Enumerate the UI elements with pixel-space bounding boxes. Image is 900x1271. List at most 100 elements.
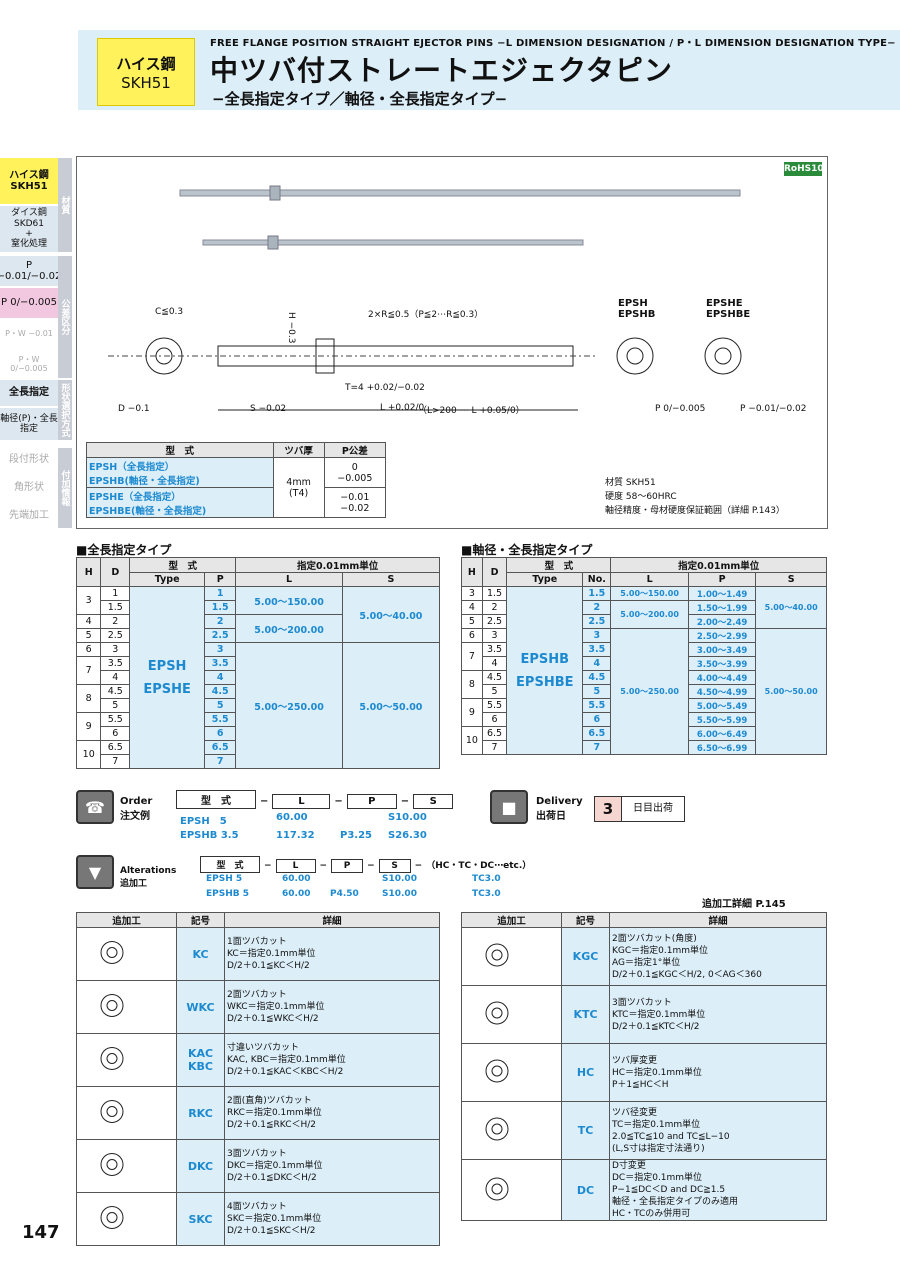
cell-p: 3.50〜3.99 [687,656,757,671]
label-t: T=4 +0.02/−0.02 [345,383,425,393]
cell-d: 4.5 [100,684,131,699]
side-item-pw1[interactable]: P・W −0.01 [5,329,53,339]
side-item-step[interactable]: 段付形状 [9,454,49,466]
delivery-days: 3 [594,796,622,822]
cell-d: 1.5 [481,586,508,601]
table1-title: ■全長指定タイプ [76,543,172,557]
cell-s: 5.00〜40.00 [341,586,441,643]
label-r: 2×R≦0.5（P≦2⋯R≦0.3） [368,310,484,320]
side-index: ハイス鋼 SKH51 ダイス鋼 SKD61 + 窒化処理 P −0.01/−0.… [0,158,72,528]
alteration-code: KTC [561,985,610,1044]
cell-d: 7 [481,740,508,755]
side-item-p2[interactable]: P 0/−0.005 [0,288,58,318]
cell-p: 5 [204,698,237,713]
side-item-skh51[interactable]: ハイス鋼 SKH51 [0,158,58,204]
cell-no: 6 [582,712,612,727]
label-s: S −0.02 [250,404,287,414]
order-label: Order 注文例 [120,796,153,822]
material-note: 材質 SKH51 硬度 58〜60HRC 軸径精度・母材硬度保証範囲（詳細 P.… [605,478,785,516]
cell-h: 5 [461,614,483,629]
side-item-p1[interactable]: P −0.01/−0.02 [0,256,61,286]
alter-detail-link[interactable]: 追加工詳細 P.145 [702,899,786,910]
label-l-gt: （L>200 ⋯ L +0.05/0） [418,406,525,416]
delivery-text: 日目出荷 [621,796,685,822]
cell-p: 5.00〜5.49 [687,698,757,713]
side-item-skd61[interactable]: ダイス鋼 SKD61 + 窒化処理 [0,206,58,252]
cell-p: 3.00〜3.49 [687,642,757,657]
cell-p: 4.5 [204,684,237,699]
cell-h: 4 [75,614,102,629]
cell-d: 7 [100,754,131,769]
delivery-label: Delivery 出荷日 [536,796,583,822]
cell-h: 9 [75,712,102,741]
cell-no: 5 [582,684,612,699]
alteration-figure [76,1139,177,1193]
alteration-detail: 3面ツバカット KTC＝指定0.1mm単位 D/2＋0.1≦KTC＜H/2 [609,985,827,1044]
alteration-detail: ツバ径変更 TC＝指定0.1mm単位 2.0≦TC≦10 and TC≦L−10… [609,1101,827,1160]
side-item-tip[interactable]: 先端加工 [9,510,49,522]
cell-no: 4 [582,656,612,671]
cell-h: 10 [75,740,102,769]
cell-no: 4.5 [582,670,612,685]
alteration-code: WKC [176,980,225,1034]
table2-title: ■軸径・全長指定タイプ [461,543,593,557]
cell-p: 3 [204,642,237,657]
cell-d: 3.5 [100,656,131,671]
side-item-length[interactable]: 全長指定 [0,380,58,406]
truck-icon: ■ [490,790,528,824]
side-item-square[interactable]: 角形状 [14,482,44,494]
cell-p: 1 [204,586,237,601]
cell-no: 3.5 [582,642,612,657]
page-number: 147 [22,1222,60,1243]
alteration-code: KC [176,927,225,981]
cell-no: 7 [582,740,612,755]
label-l: L +0.02/0 [380,403,425,413]
title-en: FREE FLANGE POSITION STRAIGHT EJECTOR PI… [210,38,896,49]
cell-p: 2.50〜2.99 [687,628,757,643]
cell-l: 5.00〜150.00 [235,586,343,615]
cell-h: 7 [461,642,483,671]
side-item-shaft-length[interactable]: 軸径(P)・全長 指定 [0,408,58,440]
cell-s: 5.00〜40.00 [755,586,827,629]
cell-d: 3 [100,642,131,657]
cell-d: 1 [100,586,131,601]
label-p2: P −0.01/−0.02 [740,404,807,414]
alteration-figure [461,1159,562,1221]
cell-no: 5.5 [582,698,612,713]
cell-p: 6.00〜6.49 [687,726,757,741]
cell-p: 2.5 [204,628,237,643]
cell-d: 3 [481,628,508,643]
alter-columns: 型 式−L−P−S−（HC・TC・DC⋯etc.） [200,856,531,873]
label-group1: EPSH EPSHB [618,298,656,320]
side-item-pw2[interactable]: P・W 0/−0.005 [10,354,48,373]
alteration-detail: 4面ツバカット SKC＝指定0.1mm単位 D/2＋0.1≦SKC＜H/2 [224,1192,440,1246]
page-title: 中ツバ付ストレートエジェクタピン [210,54,673,87]
cell-d: 6.5 [481,726,508,741]
alteration-detail: 2面(直角)ツバカット RKC＝指定0.1mm単位 D/2＋0.1≦RKC＜H/… [224,1086,440,1140]
cell-no: 2.5 [582,614,612,629]
side-tab-shape: 形状選択方式 [58,380,72,440]
cell-p: 6.50〜6.99 [687,740,757,755]
label-h: H −0.3 [286,312,296,344]
cell-p: 2 [204,614,237,629]
alteration-figure [461,927,562,986]
cell-l: 5.00〜200.00 [610,600,689,629]
cell-h: 7 [75,656,102,685]
